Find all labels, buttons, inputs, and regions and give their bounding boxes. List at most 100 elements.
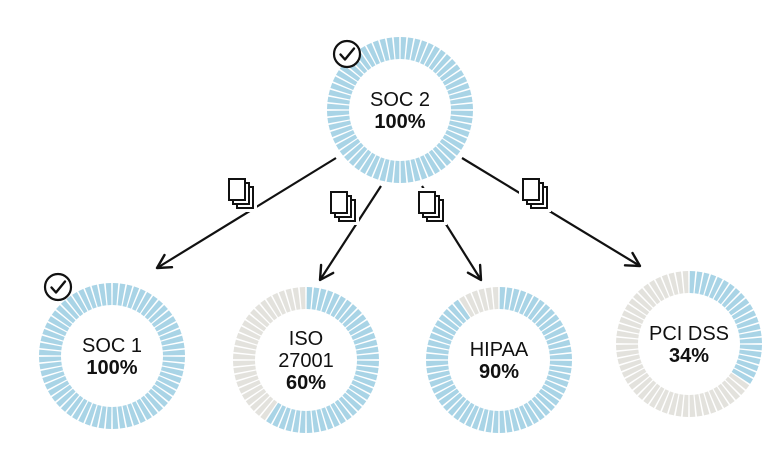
ring-segment: [330, 296, 346, 318]
ring-segment: [332, 76, 355, 90]
ring-segment: [426, 346, 449, 355]
ring-segment: [435, 384, 457, 400]
ring-segment: [504, 287, 513, 310]
ring-segment: [386, 160, 395, 183]
ring-segment: [538, 388, 560, 406]
ring-segment: [48, 316, 70, 332]
ring-segment: [327, 110, 350, 117]
ring-segment: [432, 146, 452, 166]
ring-segment: [405, 37, 414, 60]
ring-segment: [236, 375, 259, 388]
ring-segment: [366, 42, 380, 65]
ring-segment: [633, 292, 653, 312]
ring-segment: [427, 339, 451, 350]
ring-segment: [616, 330, 639, 339]
ring-segment: [616, 337, 639, 344]
ring-segment: [354, 370, 378, 381]
ring-segment: [465, 405, 479, 428]
ring-segment: [499, 287, 506, 310]
ring-segment: [426, 365, 449, 374]
ring-segment: [344, 142, 364, 162]
ring-segment: [328, 89, 352, 100]
ring-segment: [132, 288, 146, 311]
ring-segment: [442, 134, 464, 150]
ring-segment: [285, 288, 296, 312]
ring-segment: [436, 142, 456, 162]
ring-segment: [531, 304, 551, 324]
ring-segment: [410, 38, 421, 62]
ring-segment: [625, 304, 647, 320]
pcidss-progress-ring: [616, 271, 762, 417]
ring-segment: [66, 395, 84, 417]
ring-segment: [330, 402, 346, 424]
ring-segment: [242, 320, 264, 336]
ring-segment: [345, 314, 367, 332]
connector-line: [319, 185, 382, 281]
ring-segment: [44, 322, 67, 336]
ring-segment: [84, 403, 97, 426]
ring-segment: [447, 82, 470, 95]
ring-segment: [122, 404, 133, 428]
ring-segment: [236, 332, 259, 345]
check-circle-icon: [43, 272, 73, 302]
ring-segment: [154, 316, 176, 332]
ring-segment: [72, 398, 88, 420]
documents-icon: [415, 188, 447, 225]
ring-segment: [98, 283, 107, 306]
ring-segment: [353, 375, 376, 388]
ring-segment: [60, 300, 80, 320]
ring-segment: [428, 49, 446, 71]
arrow-head-icon: [466, 263, 483, 282]
ring-segment: [734, 310, 757, 324]
ring-segment: [728, 298, 750, 316]
ring-segment: [98, 406, 107, 429]
iso27001-name-label: ISO: [289, 328, 323, 350]
ring-segment: [339, 64, 361, 82]
ring-segment: [478, 408, 489, 432]
ring-segment: [737, 354, 761, 365]
ring-segment: [621, 364, 644, 378]
ring-segment: [427, 370, 451, 381]
ring-segment: [48, 380, 70, 396]
hipaa-progress-ring: [426, 287, 572, 433]
ring-segment: [544, 380, 567, 394]
framework-rings: [39, 37, 762, 433]
ring-segment: [689, 271, 696, 294]
ring-segment: [443, 308, 463, 328]
ring-segment: [713, 386, 729, 408]
ring-segment: [428, 149, 446, 171]
ring-segment: [616, 344, 639, 351]
ring-segment: [450, 115, 473, 124]
ring-segment: [453, 399, 471, 421]
ring-segment: [616, 349, 639, 358]
ring-segment: [471, 407, 484, 430]
ring-segment: [386, 37, 395, 60]
ring-segment: [737, 323, 761, 334]
ring-segment: [336, 70, 358, 86]
ring-segment: [311, 410, 320, 433]
ring-segment: [405, 160, 414, 183]
ring-segment: [439, 138, 461, 156]
ring-segment: [42, 328, 65, 341]
ring-segment: [721, 380, 741, 400]
ring-segment: [649, 386, 665, 408]
ring-segment: [448, 89, 472, 100]
ring-segment: [117, 406, 126, 429]
ring-segment: [739, 337, 762, 344]
ring-segment: [725, 292, 745, 312]
ring-segment: [625, 368, 647, 384]
ring-segment: [435, 320, 457, 336]
pcidss-name-label: PCI DSS: [649, 323, 729, 345]
ring-segment: [327, 115, 350, 124]
ring-segment: [713, 280, 729, 302]
ring-segment: [731, 304, 753, 320]
ring-segment: [234, 370, 258, 381]
ring-segment: [541, 384, 563, 400]
ring-segment: [400, 160, 407, 183]
ring-segment: [438, 388, 460, 406]
ring-segment: [725, 376, 745, 396]
ring-segment: [351, 326, 374, 340]
ring-segment: [151, 384, 173, 402]
ring-segment: [442, 70, 464, 86]
ring-segment: [356, 346, 379, 355]
